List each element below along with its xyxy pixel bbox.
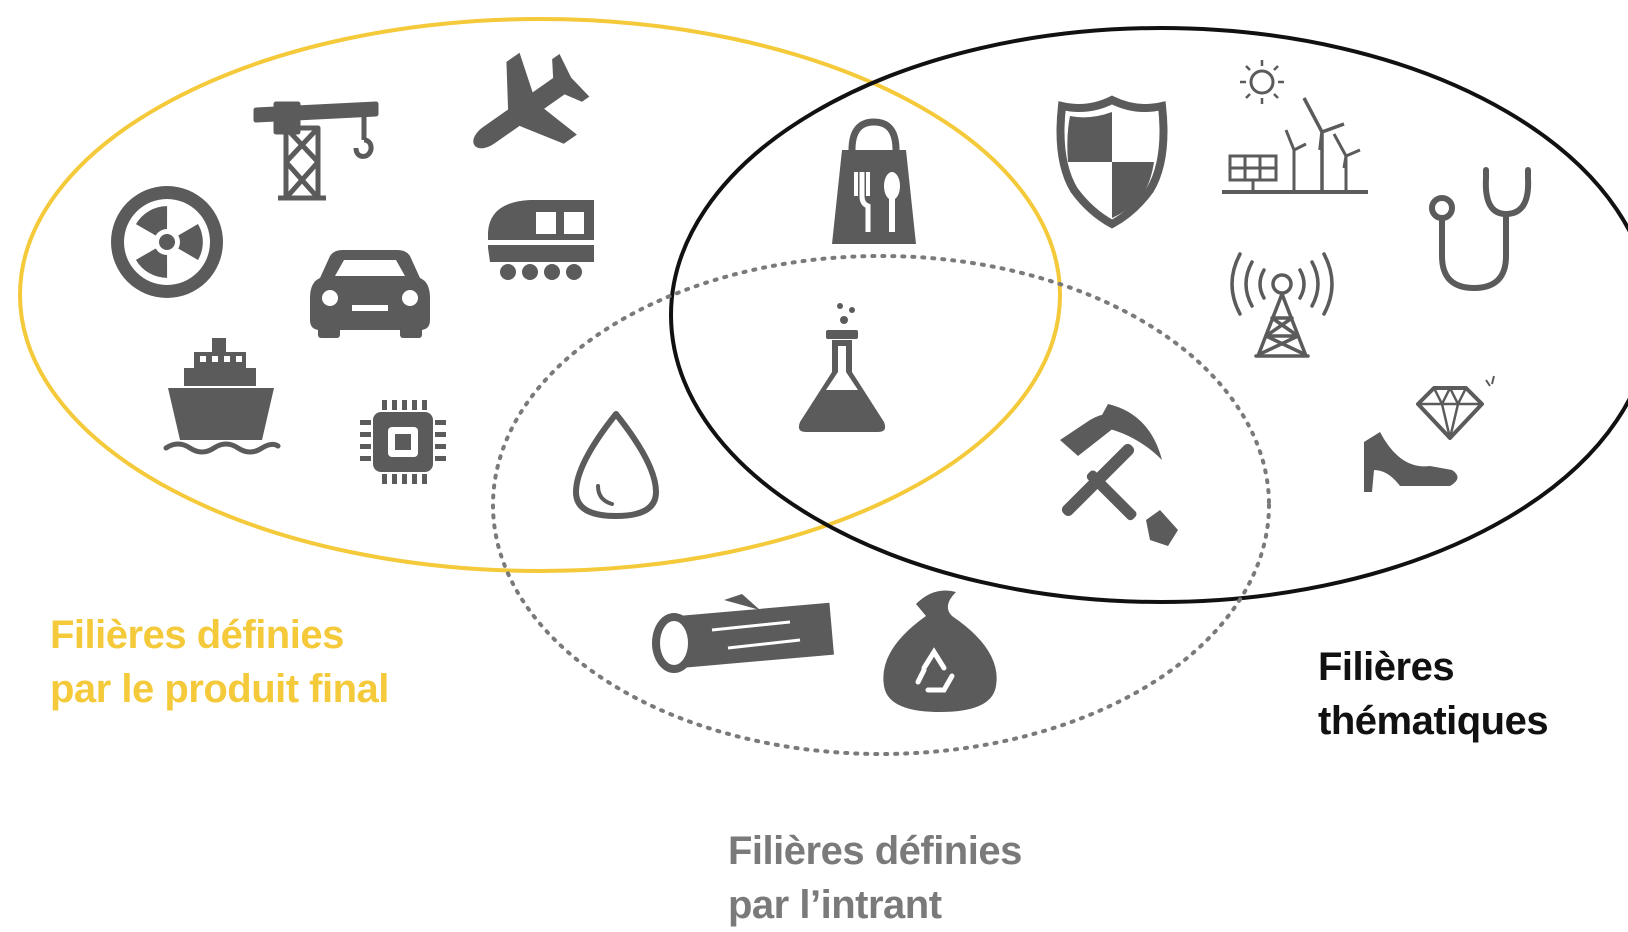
- radioactive-icon: [111, 186, 223, 298]
- renewable-energy-icon: [1222, 60, 1368, 194]
- shield-icon: [1056, 95, 1168, 229]
- stethoscope-icon: [1429, 167, 1532, 292]
- final-product-label-line1: Filières définies: [50, 613, 344, 657]
- mining-tools-icon: [1060, 404, 1178, 546]
- antenna-icon: [1230, 252, 1334, 358]
- ship-icon: [163, 338, 281, 455]
- thematic-ellipse: [669, 26, 1628, 604]
- water-drop-icon: [573, 411, 659, 519]
- recycling-bag-icon: [883, 590, 997, 712]
- food-bag-icon: [832, 118, 916, 244]
- input-ellipse: [491, 254, 1271, 756]
- final-product-label-line2: par le produit final: [50, 667, 389, 711]
- log-icon: [652, 594, 834, 673]
- thematic-label-line2: thématiques: [1318, 699, 1549, 743]
- input-label-line1: Filières définies: [728, 829, 1022, 873]
- train-icon: [488, 200, 594, 280]
- final-product-ellipse: [18, 17, 1062, 573]
- flask-icon: [798, 303, 886, 432]
- thematic-label: Filières thématiques: [1318, 640, 1549, 748]
- microchip-icon: [360, 400, 446, 484]
- thematic-label-line1: Filières: [1318, 645, 1455, 689]
- luxury-icon: [1364, 375, 1495, 492]
- airplane-icon: [473, 52, 590, 149]
- car-icon: [310, 250, 430, 338]
- input-label-line2: par l’intrant: [728, 883, 942, 927]
- crane-icon: [253, 101, 379, 201]
- final-product-label: Filières définies par le produit final: [50, 608, 389, 716]
- input-label: Filières définies par l’intrant: [728, 824, 1022, 932]
